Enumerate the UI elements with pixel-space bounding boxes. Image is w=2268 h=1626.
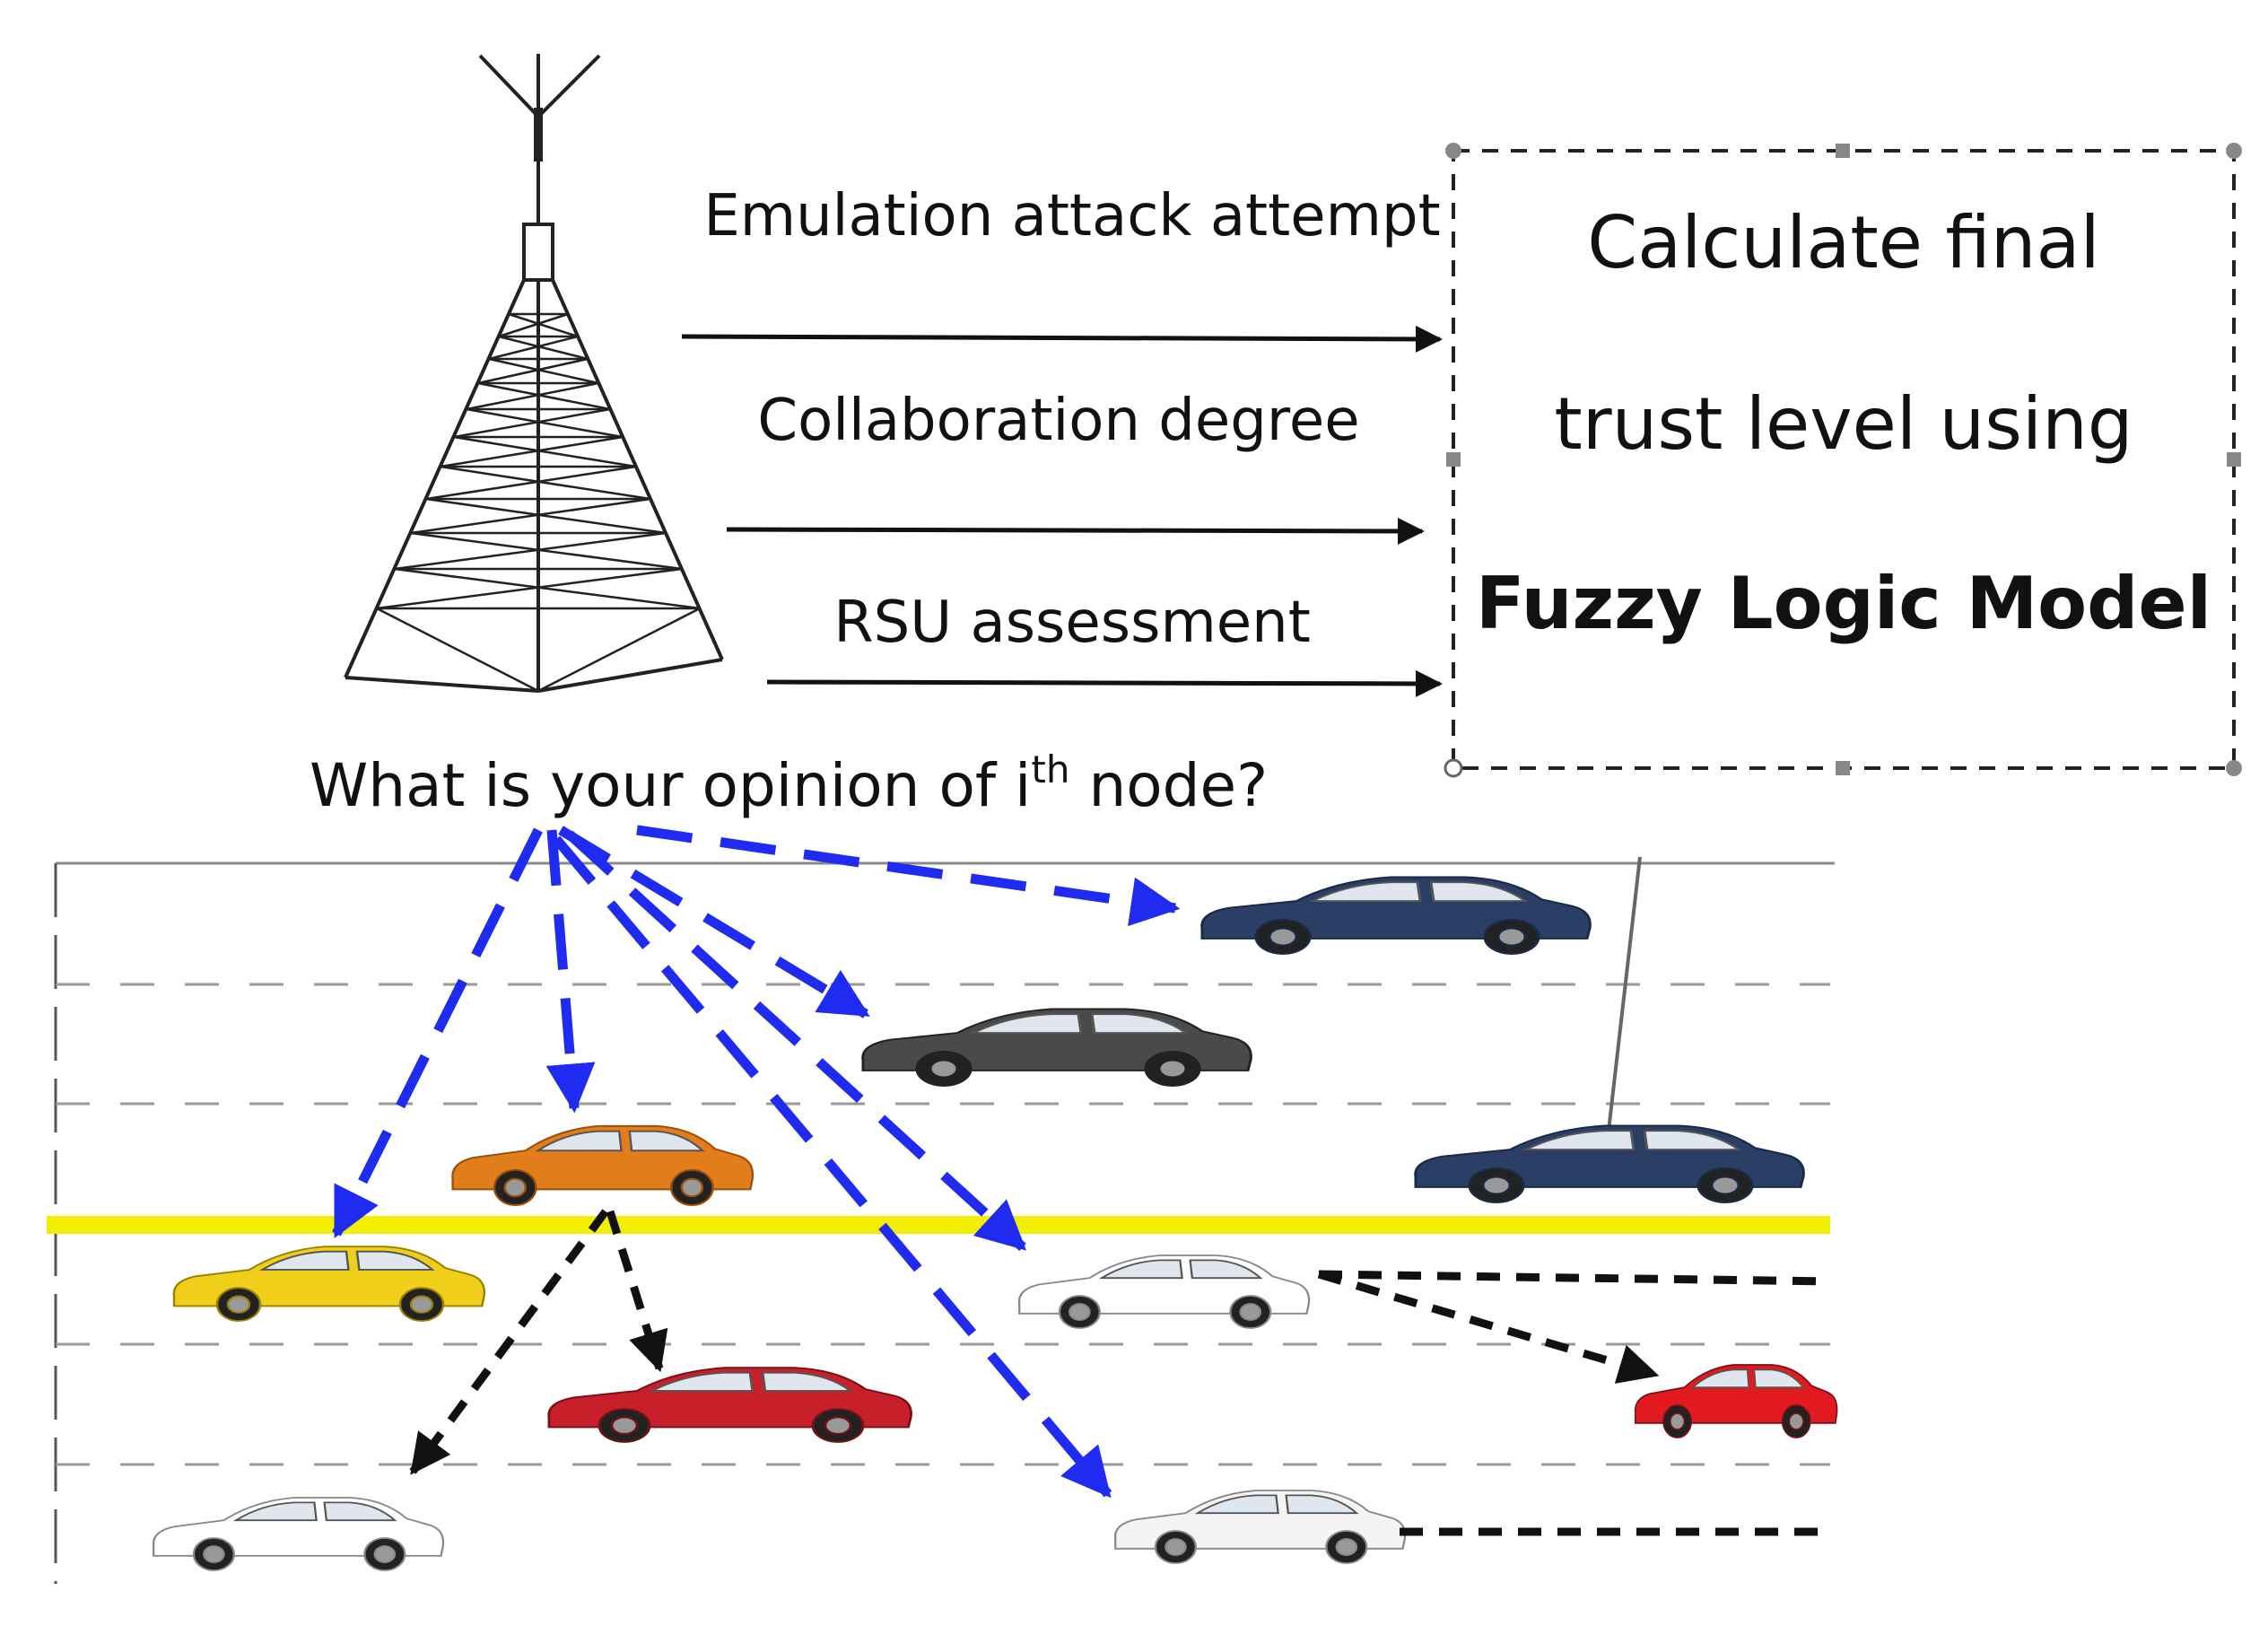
- input-label-rsu-assessment: RSU assessment: [833, 590, 1311, 656]
- vehicle-icon: [1634, 1364, 1838, 1438]
- query-suffix: node?: [1069, 751, 1268, 820]
- car-icon: [1017, 1254, 1311, 1330]
- query-superscript: th: [1031, 747, 1069, 791]
- model-text-line-1: Calculate final: [1587, 201, 2099, 284]
- query-arrow: [636, 825, 1181, 927]
- model-text-line-3: Fuzzy Logic Model: [1476, 562, 2211, 645]
- car-icon: [172, 1245, 486, 1323]
- fuzzy-model-box: [1444, 143, 2242, 778]
- vehicle-icon: [1113, 1489, 1407, 1565]
- input-arrow-collaboration-degree: [726, 517, 1425, 545]
- car-icon: [861, 1008, 1252, 1088]
- query-arrow: [332, 827, 543, 1238]
- vehicle-icon: [1017, 1254, 1311, 1330]
- input-arrow-rsu-assessment: [766, 669, 1443, 697]
- peer-arrow: [1317, 1270, 1660, 1384]
- peer-arrow: [409, 1209, 609, 1475]
- rsu-tower-icon: [344, 54, 724, 693]
- car-icon: [547, 1366, 912, 1444]
- vehicle-icon: [861, 1008, 1252, 1088]
- query-prefix: What is your opinion of i: [310, 751, 1031, 820]
- input-label-emulation-attack: Emulation attack attempt: [703, 183, 1440, 249]
- car-icon: [152, 1496, 445, 1572]
- car-icon: [451, 1124, 755, 1207]
- model-text-line-2: trust level using: [1554, 382, 2133, 466]
- input-arrow-emulation-attack: [681, 325, 1443, 353]
- query-text: What is your opinion of ith node?: [310, 747, 1268, 820]
- vehicle-icon: [152, 1496, 445, 1572]
- car-icon: [1414, 1124, 1805, 1204]
- vehicle-icon: [547, 1366, 912, 1444]
- car-icon: [1113, 1489, 1407, 1565]
- query-arrow: [566, 830, 1027, 1252]
- query-arrow: [552, 835, 1112, 1499]
- vehicle-icon: [172, 1245, 486, 1323]
- vehicle-icon: [1414, 1124, 1805, 1204]
- vehicle-icon: [1200, 876, 1592, 956]
- car-icon: [1200, 876, 1592, 956]
- road: [47, 856, 1835, 1584]
- peer-link: [1318, 1270, 1831, 1286]
- peer-arrow: [606, 1210, 668, 1373]
- car-icon: [1634, 1364, 1838, 1438]
- query-arrow: [545, 829, 596, 1114]
- vehicle-icon: [451, 1124, 755, 1207]
- query-arrow: [558, 826, 870, 1018]
- input-label-collaboration-degree: Collaboration degree: [757, 388, 1359, 454]
